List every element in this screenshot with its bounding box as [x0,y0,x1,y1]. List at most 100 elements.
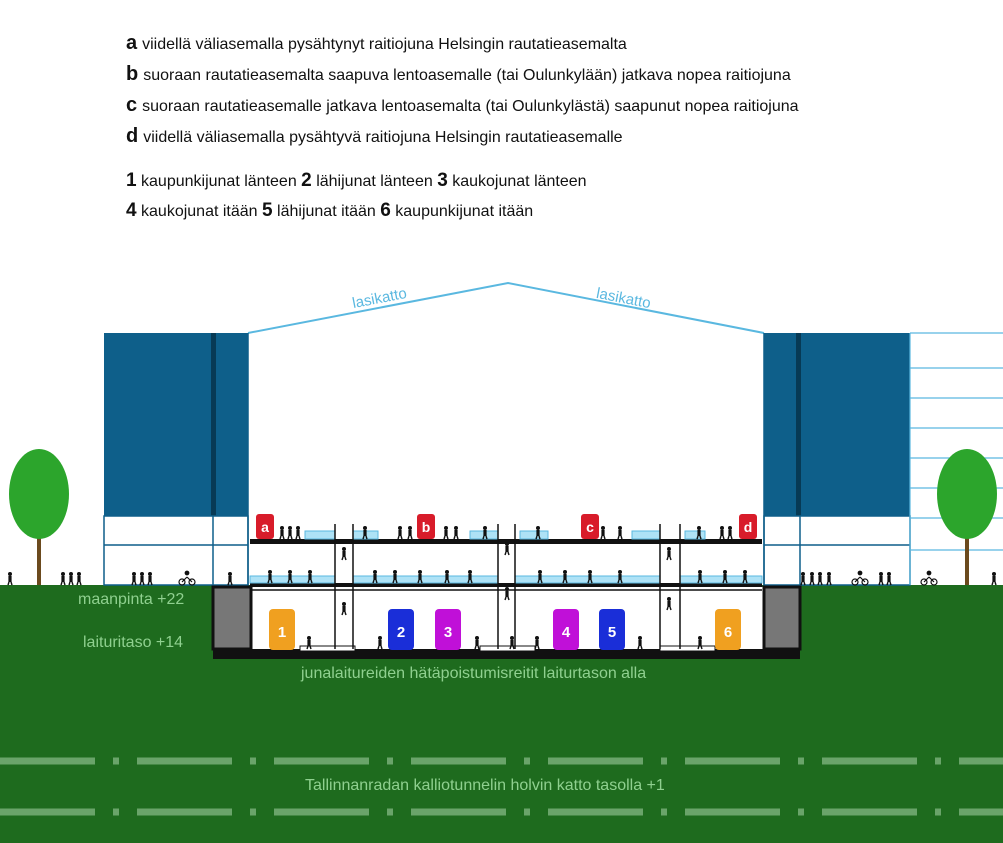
tram-label: b [422,519,431,535]
legend-key: b [126,63,139,85]
train-marker-6: 6 [715,609,741,650]
person-icon [227,572,233,586]
legend-key: 1 [126,170,137,191]
person-icon [537,570,543,584]
left-building-stripe [211,333,216,516]
person-icon [139,572,145,586]
person-icon [443,526,449,540]
person-icon [719,526,725,540]
legend-text: suoraan rautatieasemalta saapuva lentoas… [143,67,791,84]
tram-marker-a: a [256,514,274,539]
tram-deck [250,539,762,544]
person-icon [587,570,593,584]
glass-roof [247,281,765,334]
legend-text: kaupunkijunat itään [395,203,534,220]
person-icon [637,636,643,650]
legend-key: 2 [301,170,312,191]
glass-building [909,332,1003,585]
train-label: 4 [562,624,571,641]
left-building-lower [103,515,249,586]
person-icon [306,636,312,650]
person-icon [60,572,66,586]
person-icon [817,572,823,586]
tram-label: c [586,519,594,535]
train-label: 5 [608,624,616,641]
train-marker-1: 1 [269,609,295,650]
legend-text: suoraan rautatieasemalle jatkava lentoas… [142,98,799,115]
legend-text: viidellä väliasemalla pysähtyvä raitioju… [143,129,623,146]
person-icon [617,570,623,584]
train-label: 3 [444,624,452,641]
legend-text: viidellä väliasemalla pysähtynyt raitioj… [142,36,627,53]
cyclist-icon [178,570,196,586]
train-marker-4: 4 [553,609,579,650]
person-icon [467,570,473,584]
train-marker-2: 2 [388,609,414,650]
person-icon [417,570,423,584]
escape-routes-label: junalaitureiden hätäpoistumisreitit lait… [301,665,647,682]
train-label: 1 [278,624,286,641]
train-marker-5: 5 [599,609,625,650]
person-icon [809,572,815,586]
legend-text: kaukojunat länteen [452,173,587,190]
legend-text: kaupunkijunat länteen [141,173,297,190]
person-icon [696,526,702,540]
person-icon [407,526,413,540]
tram-label: a [261,519,269,535]
tree-left [9,449,69,585]
person-icon [287,570,293,584]
person-icon [377,636,383,650]
person-icon [535,526,541,540]
person-icon [886,572,892,586]
person-icon [727,526,733,540]
person-icon [697,570,703,584]
legend-key: 4 [126,200,137,221]
legend-key: 3 [437,170,448,191]
concourse-glass [249,575,763,584]
person-icon [362,526,368,540]
person-icon [617,526,623,540]
person-icon [509,636,515,650]
right-building-lower [763,515,911,586]
legend-trains-east: 4 kaukojunat itään 5 lähijunat itään 6 k… [126,200,533,222]
person-icon [76,572,82,586]
person-icon [7,572,13,586]
tram-marker-d: d [739,514,757,539]
tram-label: d [744,519,753,535]
person-icon [279,526,285,540]
person-icon [267,570,273,584]
person-icon [341,547,347,561]
person-icon [742,570,748,584]
right-wall-block [762,585,802,651]
concourse-deck [250,583,762,587]
legend-trains-west: 1 kaupunkijunat länteen 2 lähijunat länt… [126,170,587,192]
train-label: 6 [724,624,732,641]
train-marker-3: 3 [435,609,461,650]
person-icon [878,572,884,586]
person-icon [666,547,672,561]
tram-marker-c: c [581,514,599,539]
person-icon [504,542,510,556]
train-label: 2 [397,624,405,641]
legend-text: kaukojunat itään [141,203,258,220]
person-icon [991,572,997,586]
person-icon [482,526,488,540]
person-icon [131,572,137,586]
cyclist-icon [920,570,938,586]
platform-hall [213,587,800,657]
legend-key: d [126,125,139,147]
person-icon [474,636,480,650]
right-building-upper [764,333,910,516]
person-icon [453,526,459,540]
person-icon [600,526,606,540]
platform-floor [213,649,800,659]
legend-text: lähijunat itään [277,203,376,220]
ground-level-label: maanpinta +22 [78,591,185,608]
person-icon [295,526,301,540]
person-icon [504,587,510,601]
legend-key: a [126,32,138,54]
